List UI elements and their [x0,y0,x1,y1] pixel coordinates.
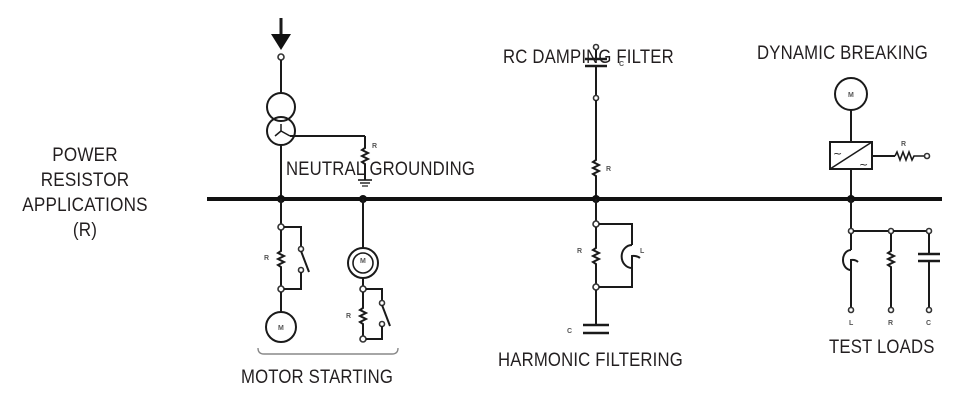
harmonic-filtering-label: HARMONIC FILTERING [498,350,683,371]
motor-starting-brace [257,347,399,355]
motor-starting-branch-2: M R [346,195,391,343]
motor-starting-branch-1: R M [264,195,310,343]
resistor-icon [887,247,895,271]
inductor-icon [620,244,641,270]
test-loads-label: TEST LOADS [829,337,935,358]
converter-icon: ~ ~ [829,141,873,171]
motor-starting-label: MOTOR STARTING [241,367,394,388]
wound-rotor-motor-icon: M [347,247,379,279]
resistor-icon [894,149,924,163]
resistor-icon [361,144,369,168]
starter-resistor-label: R [264,255,269,262]
rc-damping-filter-label: RC DAMPING FILTER [503,47,674,68]
braking-resistor-label: R [901,141,906,148]
title-line-1: POWER [52,145,118,166]
transformer-icon [266,92,296,199]
svg-text:~: ~ [833,147,842,160]
incoming-feed [271,18,291,93]
test-load-l-label: L [849,320,854,327]
harmonic-capacitor-label: C [567,328,572,335]
switch-icon [300,250,310,273]
ground-icon [358,179,372,187]
motor-icon [265,311,297,343]
arrow-down-icon [271,34,291,50]
harmonic-resistor-label: R [577,248,582,255]
motor-label: M [848,92,854,99]
resistor-icon [592,244,600,268]
resistor-icon [359,304,367,328]
motor-label: M [278,325,284,332]
test-loads-circuit: L R C [842,195,940,327]
neutral-grounding-circuit: R [290,135,377,187]
neutral-grounding-label: NEUTRAL GROUNDING [286,159,476,180]
title-line-4: (R) [72,220,98,241]
test-load-c-label: C [926,320,931,327]
rc-resistor-label: R [606,166,611,173]
title-label: POWER RESISTOR APPLICATIONS (R) [18,143,153,243]
switch-icon [381,304,391,327]
svg-text:~: ~ [859,158,868,171]
harmonic-inductor-label: L [640,248,645,255]
harmonic-filter-circuit: R L C [567,195,645,335]
resistor-icon [277,247,285,271]
dynamic-breaking-label: DYNAMIC BREAKING [757,43,928,64]
inductor-icon [842,249,859,272]
rotor-resistor-label: R [346,313,351,320]
test-load-r-label: R [888,320,893,327]
dynamic-breaking-circuit: M ~ ~ R [829,77,931,199]
resistor-icon [592,156,600,180]
neutral-resistor-label: R [372,143,377,150]
rc-damping-filter-circuit: C R [585,43,624,199]
rc-capacitor-label: C [619,61,624,68]
title-line-3: APPLICATIONS [22,195,148,216]
title-line-2: RESISTOR [40,170,130,191]
motor-label: M [360,258,366,265]
